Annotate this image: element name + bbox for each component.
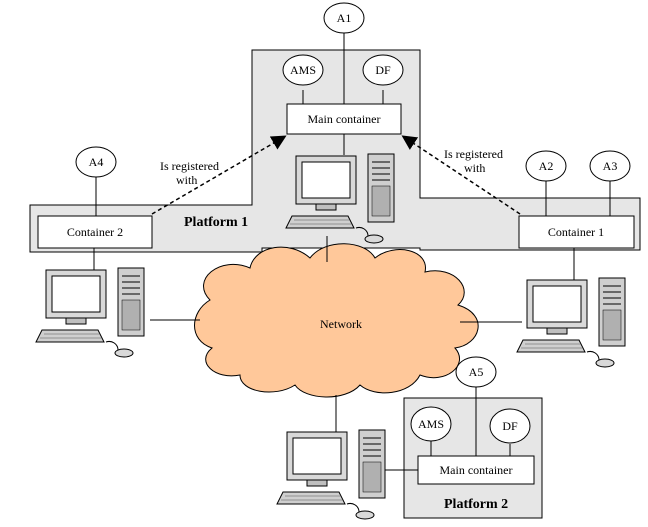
svg-text:AMS: AMS <box>290 63 316 77</box>
agent-a3: A3 <box>589 150 631 182</box>
svg-text:Container 2: Container 2 <box>67 225 123 239</box>
platform-1-label: Platform 1 <box>184 215 248 230</box>
svg-text:DF: DF <box>375 63 391 77</box>
register-arrow-left <box>151 135 287 215</box>
svg-text:A3: A3 <box>603 159 618 173</box>
svg-text:DF: DF <box>502 419 518 433</box>
register-right-line1: Is registered <box>444 147 503 161</box>
agent-ams-top: AMS <box>282 54 324 86</box>
svg-text:Container 1: Container 1 <box>548 225 604 239</box>
container-2: Container 2 <box>37 215 153 249</box>
main-container-top: Main container <box>286 103 402 135</box>
svg-text:Main container: Main container <box>440 463 513 477</box>
svg-text:A2: A2 <box>539 159 554 173</box>
platform-1-region <box>29 49 641 253</box>
agent-ams-bottom: AMS <box>410 406 452 442</box>
agent-df-top: DF <box>362 54 404 86</box>
agent-a4: A4 <box>75 146 117 178</box>
container-1: Container 1 <box>518 215 635 249</box>
svg-text:AMS: AMS <box>418 417 444 431</box>
svg-text:A5: A5 <box>469 365 484 379</box>
register-left-line2: with <box>176 173 197 187</box>
svg-text:Main container: Main container <box>308 112 381 126</box>
network-links <box>93 6 611 471</box>
svg-text:A1: A1 <box>337 11 352 25</box>
agent-a5: A5 <box>455 356 497 388</box>
computer-platform2-main <box>276 429 386 520</box>
register-right-line2: with <box>464 161 485 175</box>
platform-2-label: Platform 2 <box>444 497 508 512</box>
agent-df-bottom: DF <box>489 408 531 444</box>
network-label: Network <box>320 317 362 331</box>
computer-container-1 <box>516 277 626 368</box>
main-container-bottom: Main container <box>417 455 535 485</box>
agent-a1: A1 <box>323 2 365 34</box>
network-cloud <box>194 243 479 398</box>
agent-a2: A2 <box>525 150 567 182</box>
register-left-line1: Is registered <box>160 159 219 173</box>
svg-text:A4: A4 <box>89 155 104 169</box>
computer-container-2 <box>35 267 145 358</box>
register-arrow-right <box>401 135 521 215</box>
